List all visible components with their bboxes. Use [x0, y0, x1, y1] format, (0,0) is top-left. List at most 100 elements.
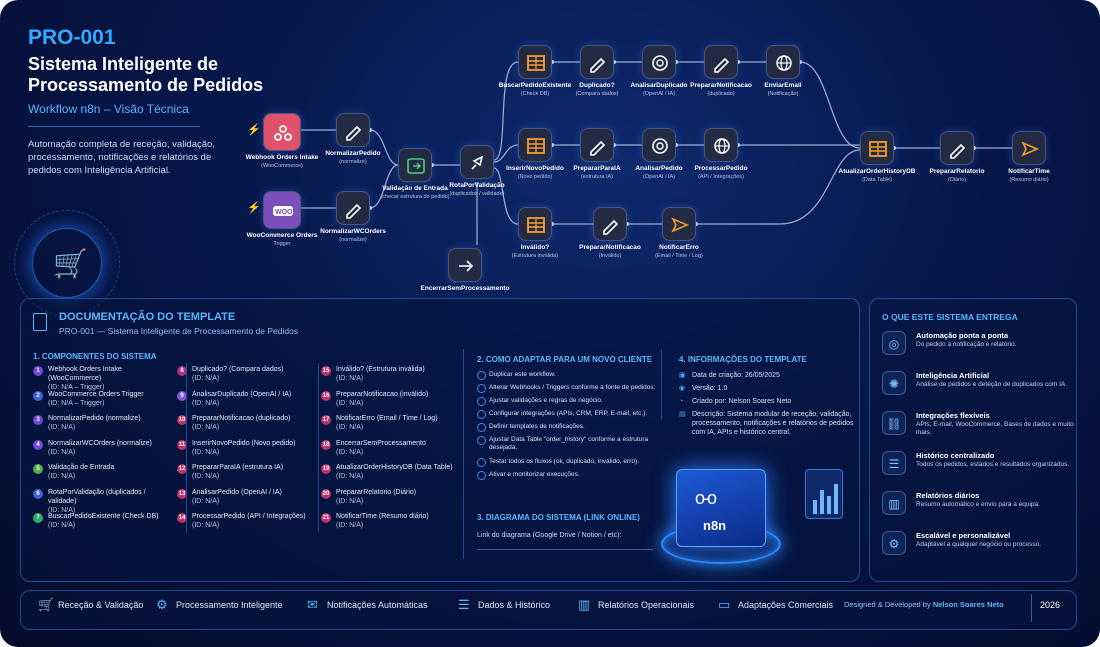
deliver-title: O QUE ESTE SISTEMA ENTREGA: [882, 312, 1018, 322]
table-icon: [527, 138, 545, 154]
n8n-cube: o-o n8n: [676, 469, 766, 547]
info-item: ◉Versão: 1.0: [679, 385, 728, 392]
workflow-node[interactable]: [940, 131, 974, 165]
deliver-item-desc: Todos os pedidos, estados e resultados o…: [916, 461, 1070, 468]
workflow-node-label: ProcessarPedido(API / Integrações): [694, 165, 748, 180]
workflow-node-label: NormalizarWCOrders(normalize): [320, 228, 386, 243]
workflow-node[interactable]: [642, 128, 676, 162]
deliver-item-title: Inteligência Artificial: [916, 371, 990, 380]
workflow-node[interactable]: [1012, 131, 1046, 165]
workflow-node[interactable]: [860, 131, 894, 165]
footer-item: ⚙Processamento Inteligente: [156, 597, 283, 612]
globe-icon: [776, 55, 792, 71]
deliver-item-title: Histórico centralizado: [916, 451, 995, 460]
pencil-icon: [590, 57, 606, 73]
deliver-item-title: Integrações flexíveis: [916, 411, 990, 420]
footer-item: ✉Notificações Automáticas: [307, 597, 428, 612]
column-divider: [318, 363, 319, 533]
openai-icon: [652, 55, 668, 71]
deliver-item-desc: Do pedido à notificação e relatório.: [916, 341, 1017, 348]
adapt-step: Ajustar Data Table "order_history" confo…: [477, 436, 657, 452]
brain-icon: ✺: [882, 371, 906, 395]
workflow-node[interactable]: [518, 207, 552, 241]
send-icon: [1021, 141, 1040, 157]
column-divider: [661, 349, 662, 419]
version-icon: ◉: [679, 385, 686, 392]
workflow-node-label: NormalizarPedido(normalize): [325, 150, 381, 165]
workflow-node[interactable]: [580, 45, 614, 79]
workflow-node[interactable]: [518, 128, 552, 162]
workflow-node-label: PrepararNotificacao(Inválido): [579, 244, 641, 259]
deliver-panel: O QUE ESTE SISTEMA ENTREGA ◎Automação po…: [869, 298, 1077, 582]
deliver-item-desc: Resumo automático e envio para a equipa.: [916, 501, 1040, 508]
workflow-node[interactable]: [662, 207, 696, 241]
workflow-node-label: Validação de Entrada(checar estrutura do…: [380, 185, 450, 200]
workflow-node[interactable]: WOO: [263, 191, 301, 229]
workflow-node[interactable]: [336, 113, 370, 147]
workflow-node[interactable]: [642, 45, 676, 79]
trigger-bolt-icon: ⚡: [247, 124, 261, 136]
workflow-node-label: PrepararParaIA(estrutura IA): [573, 165, 621, 180]
doc-icon: ▤: [679, 411, 686, 418]
deliver-item-title: Escalável e personalizável: [916, 531, 1011, 540]
workflow-node[interactable]: [704, 128, 738, 162]
info-item: ▣Data de criação: 26/05/2025: [679, 372, 780, 379]
column-divider: [463, 349, 464, 559]
workflow-node[interactable]: [460, 145, 494, 179]
footer-divider: [1031, 594, 1032, 622]
woo-icon: WOO: [273, 206, 293, 216]
n8n-logo-icon: o-o: [695, 488, 717, 508]
document-icon: [33, 313, 47, 331]
components-title: 1. COMPONENTES DO SISTEMA: [33, 352, 157, 361]
pencil-icon: [714, 57, 730, 73]
workflow-node[interactable]: [398, 148, 432, 182]
workflow-node[interactable]: [766, 45, 800, 79]
deliver-item-title: Relatórios diários: [916, 491, 980, 500]
adapt-step: Definir templates de notificações.: [477, 423, 657, 432]
workflow-node-label: EnviarEmail(Notificação): [764, 82, 802, 97]
pencil-icon: [590, 140, 606, 156]
workflow-node[interactable]: [263, 113, 301, 151]
table-icon: [527, 217, 545, 233]
workflow-node-label: Webhook Orders Intake(WooCommerce): [245, 154, 319, 169]
bar-chart-bar: [813, 500, 817, 514]
briefcase-icon: ▭: [718, 597, 731, 612]
chart-icon: ▥: [578, 597, 591, 612]
cart-icon: 🛒: [32, 228, 102, 298]
title-divider: [28, 126, 200, 127]
workflow-node[interactable]: [704, 45, 738, 79]
cart-icon: 🛒: [38, 597, 55, 612]
calendar-icon: ▣: [679, 372, 686, 379]
mail-icon: ✉: [307, 597, 318, 612]
workflow-node-label: AtualizarOrderHistoryDB(Data Table): [838, 168, 916, 183]
workflow-node[interactable]: [448, 248, 482, 282]
diagram-link-input[interactable]: [477, 549, 653, 550]
footer-item: ▭Adaptações Comerciais: [718, 597, 834, 612]
database-icon: ☰: [458, 597, 470, 612]
page-title: Sistema Inteligente de Processamento de …: [28, 54, 264, 95]
column-divider: [186, 363, 187, 533]
pencil-icon: [950, 143, 966, 159]
workflow-node-label: AnalisarDuplicado(OpenAI / IA): [630, 82, 688, 97]
credit: Designed & Developed by Nelson Soares Ne…: [844, 600, 1004, 609]
workflow-node[interactable]: [580, 128, 614, 162]
adapt-step: Ajustar validações e regras de negócio.: [477, 397, 657, 406]
deliver-item-desc: Análise de pedidos e deteção de duplicad…: [916, 381, 1068, 388]
adapt-step: Alterar Webhooks / Triggers conforme a f…: [477, 384, 657, 393]
workflow-node[interactable]: [336, 191, 370, 225]
workflow-node[interactable]: [593, 207, 627, 241]
workflow-node[interactable]: [518, 45, 552, 79]
info-item: ◔Criado por: Nelson Soares Neto: [679, 398, 792, 405]
workflow-node-label: EncerrarSemProcessamento: [420, 285, 510, 292]
